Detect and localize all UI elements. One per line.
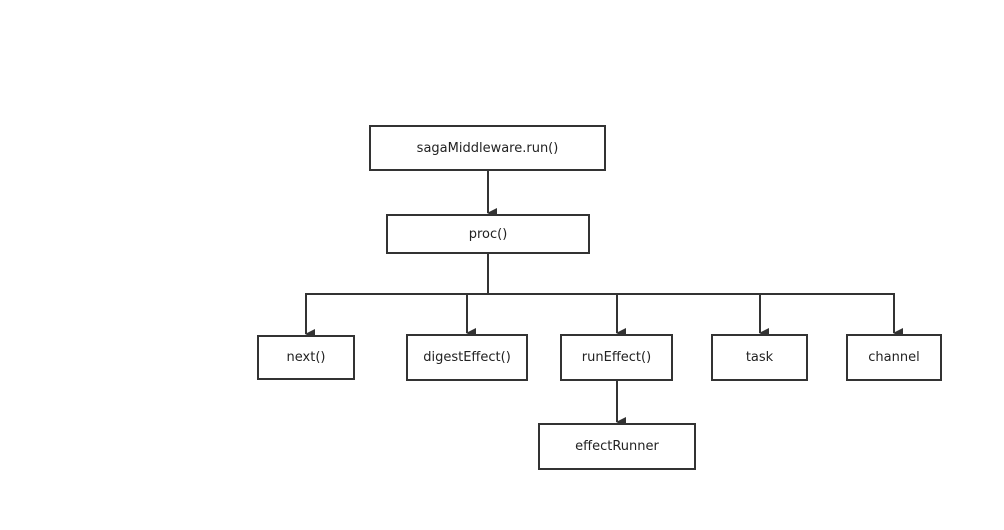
node-next: next() — [257, 335, 355, 380]
node-run-effect: runEffect() — [560, 334, 673, 381]
node-effect-runner: effectRunner — [538, 423, 696, 470]
node-label: proc() — [468, 226, 508, 242]
node-saga-middleware-run: sagaMiddleware.run() — [369, 125, 606, 171]
node-digest-effect: digestEffect() — [406, 334, 528, 381]
node-label: sagaMiddleware.run() — [416, 140, 559, 156]
node-label: task — [745, 350, 774, 365]
node-label: digestEffect() — [423, 350, 511, 365]
node-task: task — [711, 334, 808, 381]
node-proc: proc() — [386, 214, 590, 254]
node-channel: channel — [846, 334, 942, 381]
node-label: next() — [286, 350, 326, 365]
node-label: effectRunner — [575, 439, 659, 454]
node-label: channel — [868, 350, 920, 365]
node-label: runEffect() — [581, 350, 652, 365]
